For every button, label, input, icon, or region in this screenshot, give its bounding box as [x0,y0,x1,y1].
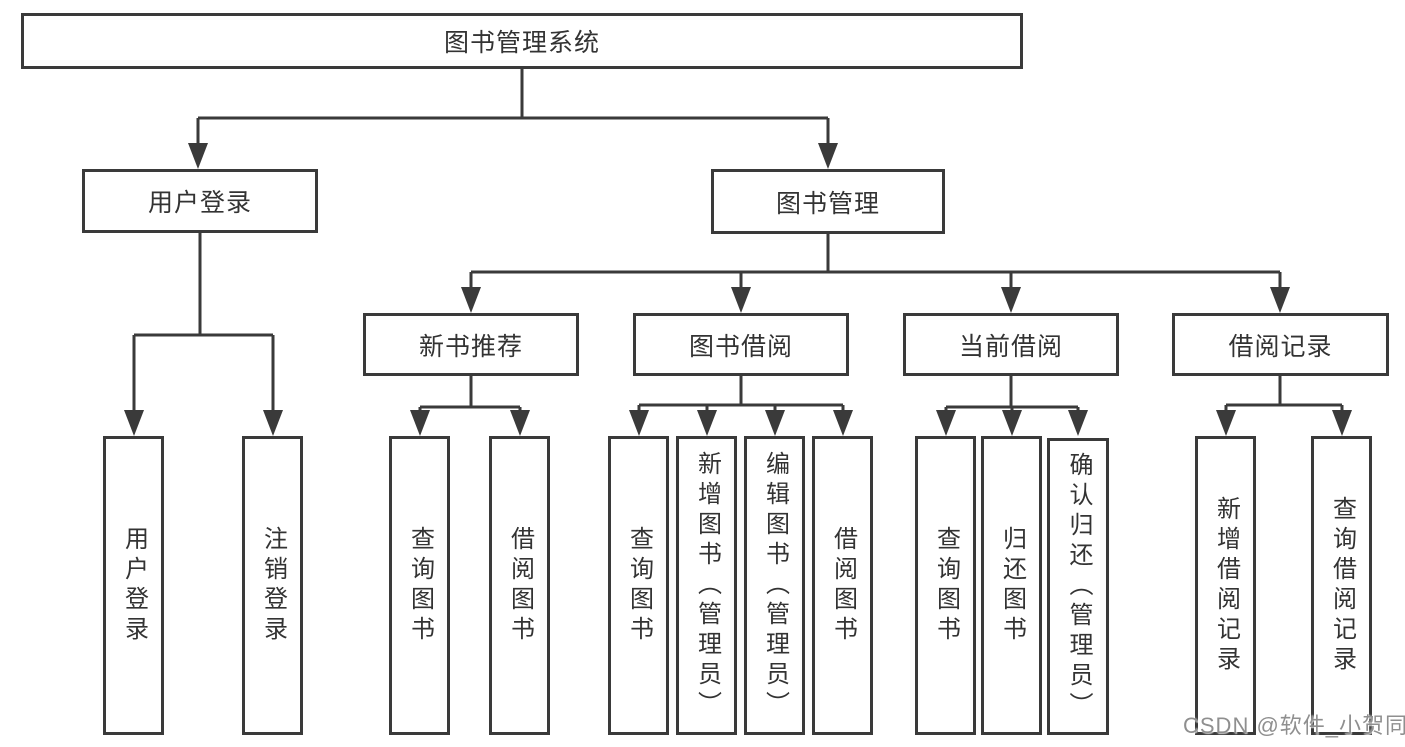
arrow-down-icon [1332,410,1352,436]
arrow-down-icon [510,410,530,436]
node-current-borrowing: 当前借阅 [903,313,1119,376]
arrow-down-icon [1270,287,1290,313]
arrow-down-icon [1001,287,1021,313]
arrow-down-icon [124,410,144,436]
node-new-book-recommendation: 新书推荐 [363,313,579,376]
node-borrowing-records: 借阅记录 [1172,313,1389,376]
arrow-down-icon [818,143,838,169]
arrow-down-icon [731,287,751,313]
arrow-down-icon [1216,410,1236,436]
arrow-down-icon [1002,410,1022,436]
node-book-management: 图书管理 [711,169,945,234]
arrow-down-icon [461,287,481,313]
arrow-down-icon [697,410,717,436]
leaf-recommend-query-books: 查询图书 [389,436,450,735]
leaf-borrow-edit-books-admin: 编辑图书（管理员） [744,436,805,735]
arrow-down-icon [833,410,853,436]
arrow-down-icon [410,410,430,436]
arrow-down-icon [263,410,283,436]
leaf-current-confirm-return-admin: 确认归还（管理员） [1047,438,1109,735]
leaf-logout-login: 注销登录 [242,436,303,735]
arrow-down-icon [936,410,956,436]
node-book-borrowing: 图书借阅 [633,313,849,376]
arrow-down-icon [629,410,649,436]
leaf-records-add-borrow-record: 新增借阅记录 [1195,436,1256,735]
leaf-borrow-borrow-books: 借阅图书 [812,436,873,735]
leaf-records-query-borrow-record: 查询借阅记录 [1311,436,1372,735]
leaf-current-return-books: 归还图书 [981,436,1042,735]
node-library-system: 图书管理系统 [21,13,1023,69]
arrow-down-icon [1068,410,1088,436]
arrow-down-icon [188,143,208,169]
watermark: CSDN @软件_小贺同学 [1183,713,1405,738]
leaf-recommend-borrow-books: 借阅图书 [489,436,550,735]
leaf-borrow-add-books-admin: 新增图书（管理员） [676,436,737,735]
arrow-down-icon [765,410,785,436]
node-user-login: 用户登录 [82,169,318,233]
leaf-current-query-books: 查询图书 [915,436,976,735]
leaf-user-login: 用户登录 [103,436,164,735]
leaf-borrow-query-books: 查询图书 [608,436,669,735]
